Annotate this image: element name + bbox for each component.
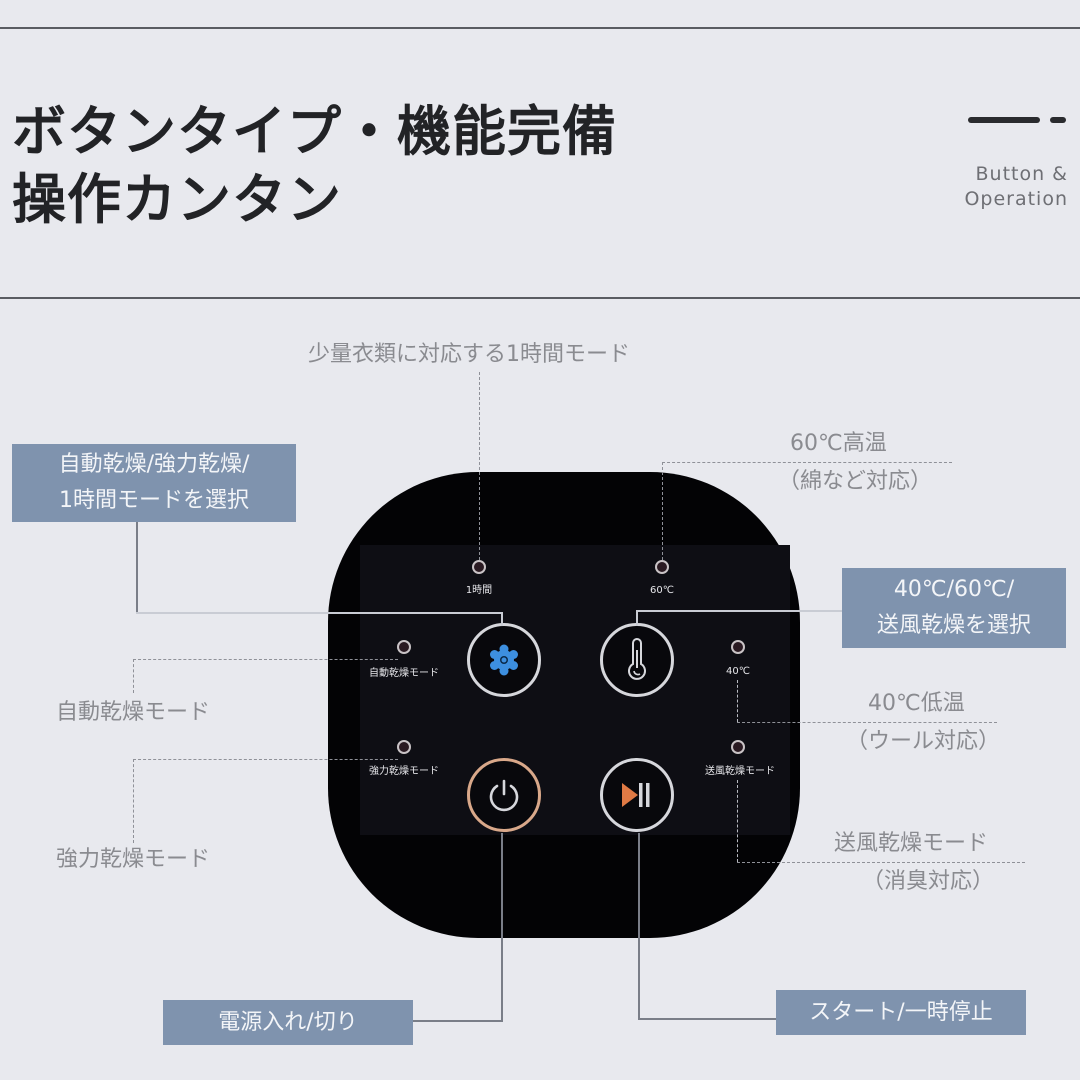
control-panel-face (360, 545, 790, 835)
callout-start-pause: スタート/一時停止 (776, 990, 1026, 1035)
led-strong-dry (397, 740, 411, 754)
connector-mode-h (136, 612, 502, 614)
connector-air-dry-v (737, 780, 738, 862)
decorative-dash (968, 117, 1040, 123)
led-40c (731, 640, 745, 654)
note-one-hour-mode: 少量衣類に対応する1時間モード (308, 342, 630, 367)
power-icon (489, 779, 519, 812)
connector-air-dry-h (737, 862, 1025, 863)
led-60c (655, 560, 669, 574)
callout-mode-select: 自動乾燥/強力乾燥/ 1時間モードを選択 (12, 444, 296, 522)
connector-auto-dry-v (133, 659, 134, 693)
page-title: ボタンタイプ・機能完備 操作カンタン (12, 98, 617, 234)
connector-auto-dry-h (133, 659, 398, 660)
top-divider (0, 27, 1080, 29)
connector-60c-v (662, 462, 663, 560)
label-60c: 60℃ (650, 585, 674, 596)
note-low-temp-title: 40℃低温 (868, 691, 965, 716)
subtitle-line-1: Button & (975, 163, 1068, 185)
connector-power-v (501, 833, 503, 1022)
connector-mode-v (136, 522, 138, 614)
label-auto-dry: 自動乾燥モード (369, 668, 439, 679)
connector-60c-h (662, 462, 952, 463)
label-40c: 40℃ (726, 666, 750, 677)
callout-temp-select-line-1: 40℃/60℃/ (893, 577, 1015, 602)
label-one-hour: 1時間 (465, 585, 493, 596)
play-pause-icon (622, 783, 650, 807)
title-line-2: 操作カンタン (12, 168, 342, 231)
note-strong-dry: 強力乾燥モード (56, 847, 211, 872)
connector-mode-drop (501, 612, 503, 626)
led-one-hour (472, 560, 486, 574)
callout-mode-select-line-2: 1時間モードを選択 (59, 488, 249, 513)
mode-button[interactable] (467, 623, 541, 697)
led-air-dry (731, 740, 745, 754)
header-divider (0, 297, 1080, 299)
connector-start-v (638, 833, 640, 1020)
callout-temp-select: 40℃/60℃/ 送風乾燥を選択 (842, 568, 1066, 648)
connector-power-h (413, 1020, 503, 1022)
note-high-temp-title: 60℃高温 (790, 431, 887, 456)
connector-start-h (638, 1018, 776, 1020)
decorative-dot (1050, 117, 1066, 123)
note-low-temp-detail: （ウール対応） (846, 729, 1001, 754)
note-air-dry-detail: （消臭対応） (862, 869, 995, 894)
connector-one-hour (479, 372, 480, 560)
temperature-button[interactable] (600, 623, 674, 697)
note-auto-dry: 自動乾燥モード (56, 700, 211, 725)
led-auto-dry (397, 640, 411, 654)
callout-power: 電源入れ/切り (163, 1000, 413, 1045)
power-button[interactable] (467, 758, 541, 832)
connector-temp-drop (636, 610, 638, 626)
start-pause-button[interactable] (600, 758, 674, 832)
callout-temp-select-line-2: 送風乾燥を選択 (876, 613, 1031, 638)
connector-strong-dry-v (133, 759, 134, 843)
connector-40c-v (737, 680, 738, 722)
title-line-1: ボタンタイプ・機能完備 (12, 100, 617, 163)
note-high-temp-detail: （綿など対応） (778, 469, 933, 494)
connector-temp-h (636, 610, 842, 612)
callout-mode-select-line-1: 自動乾燥/強力乾燥/ (58, 452, 250, 477)
section-subtitle: Button & Operation (964, 162, 1068, 212)
gear-icon (490, 644, 518, 676)
note-air-dry-title: 送風乾燥モード (834, 831, 989, 856)
connector-40c-h (737, 722, 997, 723)
thermometer-icon (628, 638, 646, 680)
connector-strong-dry-h (133, 759, 398, 760)
label-strong-dry: 強力乾燥モード (369, 766, 439, 777)
subtitle-line-2: Operation (964, 188, 1068, 210)
label-air-dry: 送風乾燥モード (705, 766, 775, 777)
